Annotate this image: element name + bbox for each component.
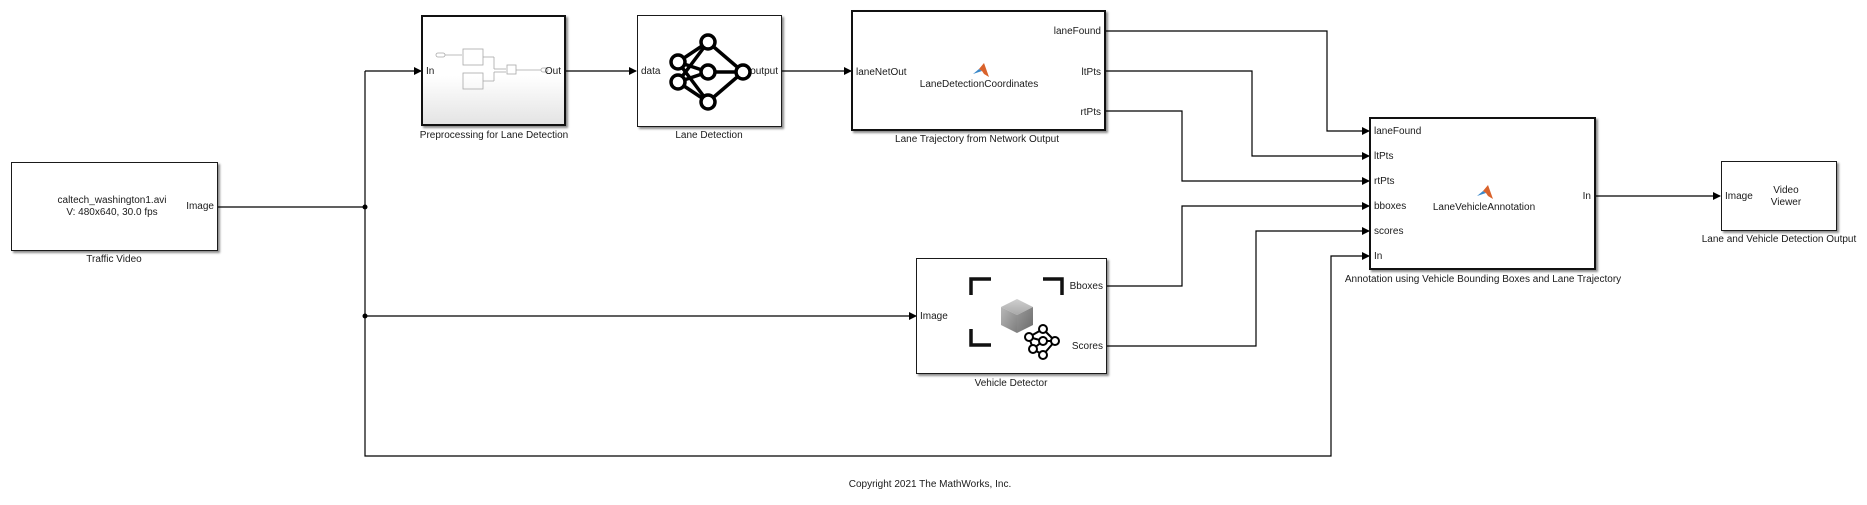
port-image-in[interactable]: Image bbox=[1725, 191, 1753, 202]
matlab-function-icon bbox=[973, 63, 989, 77]
vehicle-detector-block[interactable]: Image Bboxes Scores bbox=[916, 258, 1107, 374]
vehicle-detector-caption: Vehicle Detector bbox=[974, 378, 1048, 389]
subsystem-icon bbox=[435, 48, 549, 90]
port-ltpts-in[interactable]: ltPts bbox=[1374, 151, 1394, 162]
port-ltpts-out[interactable]: ltPts bbox=[1081, 67, 1101, 78]
port-output-out[interactable]: output bbox=[750, 66, 778, 77]
video-viewer-caption: Lane and Vehicle Detection Output bbox=[1701, 234, 1857, 245]
branch-point bbox=[362, 204, 368, 210]
video-viewer-block[interactable]: Video Viewer Image bbox=[1721, 161, 1837, 231]
viewer-label-line1: Video bbox=[1773, 185, 1799, 196]
matlab-function-icon bbox=[1477, 185, 1493, 199]
port-rtpts-in[interactable]: rtPts bbox=[1374, 176, 1395, 187]
port-scores-out[interactable]: Scores bbox=[1071, 341, 1103, 352]
function-name: LaneDetectionCoordinates bbox=[919, 79, 1039, 90]
annotation-block[interactable]: LaneVehicleAnnotation laneFound ltPts rt… bbox=[1369, 117, 1596, 270]
lane-detection-caption: Lane Detection bbox=[675, 130, 743, 141]
object-detector-icon bbox=[969, 277, 1064, 360]
port-lanefound-out[interactable]: laneFound bbox=[1053, 26, 1101, 37]
wire-ltpts[interactable] bbox=[1106, 70, 1370, 160]
wire-lanefound[interactable] bbox=[1106, 30, 1370, 135]
lane-trajectory-caption: Lane Trajectory from Network Output bbox=[895, 134, 1059, 145]
wire-bboxes[interactable] bbox=[1107, 202, 1370, 287]
branch-point bbox=[362, 313, 368, 319]
port-bboxes-in[interactable]: bboxes bbox=[1374, 201, 1407, 212]
port-bboxes-out[interactable]: Bboxes bbox=[1069, 281, 1103, 292]
port-out[interactable]: Out bbox=[544, 66, 561, 77]
preprocessing-block[interactable]: In Out bbox=[421, 15, 566, 126]
wire-scores[interactable] bbox=[1107, 227, 1370, 347]
port-data-in[interactable]: data bbox=[641, 66, 661, 77]
traffic-video-block[interactable]: caltech_washington1.avi V: 480x640, 30.0… bbox=[11, 162, 218, 251]
port-rtpts-out[interactable]: rtPts bbox=[1080, 107, 1101, 118]
lane-trajectory-block[interactable]: LaneDetectionCoordinates laneNetOut lane… bbox=[851, 10, 1106, 131]
port-out[interactable]: In bbox=[1582, 191, 1591, 202]
port-image-out[interactable]: Image bbox=[186, 201, 214, 212]
port-image-in[interactable]: Image bbox=[920, 311, 948, 322]
wire-image-trunk[interactable] bbox=[364, 71, 1370, 457]
port-lanenetout-in[interactable]: laneNetOut bbox=[856, 67, 907, 78]
port-lanefound-in[interactable]: laneFound bbox=[1374, 126, 1422, 137]
neural-network-icon bbox=[669, 33, 752, 111]
preprocessing-caption: Preprocessing for Lane Detection bbox=[419, 130, 569, 141]
viewer-label-line2: Viewer bbox=[1770, 197, 1802, 208]
port-in[interactable]: In bbox=[1374, 251, 1383, 262]
video-format: V: 480x640, 30.0 fps bbox=[66, 207, 158, 218]
copyright-text: Copyright 2021 The MathWorks, Inc. bbox=[848, 479, 1012, 490]
video-file-name: caltech_washington1.avi bbox=[57, 195, 167, 206]
function-name: LaneVehicleAnnotation bbox=[1432, 202, 1536, 213]
traffic-video-info: caltech_washington1.avi V: 480x640, 30.0… bbox=[58, 195, 167, 219]
lane-detection-block[interactable]: data output bbox=[637, 15, 782, 127]
port-scores-in[interactable]: scores bbox=[1374, 226, 1404, 237]
wire-rtpts[interactable] bbox=[1106, 110, 1370, 185]
traffic-video-caption: Traffic Video bbox=[86, 254, 142, 265]
annotation-caption: Annotation using Vehicle Bounding Boxes … bbox=[1344, 274, 1622, 285]
video-viewer-label: Video Viewer bbox=[1771, 185, 1801, 209]
port-in[interactable]: In bbox=[426, 66, 435, 77]
